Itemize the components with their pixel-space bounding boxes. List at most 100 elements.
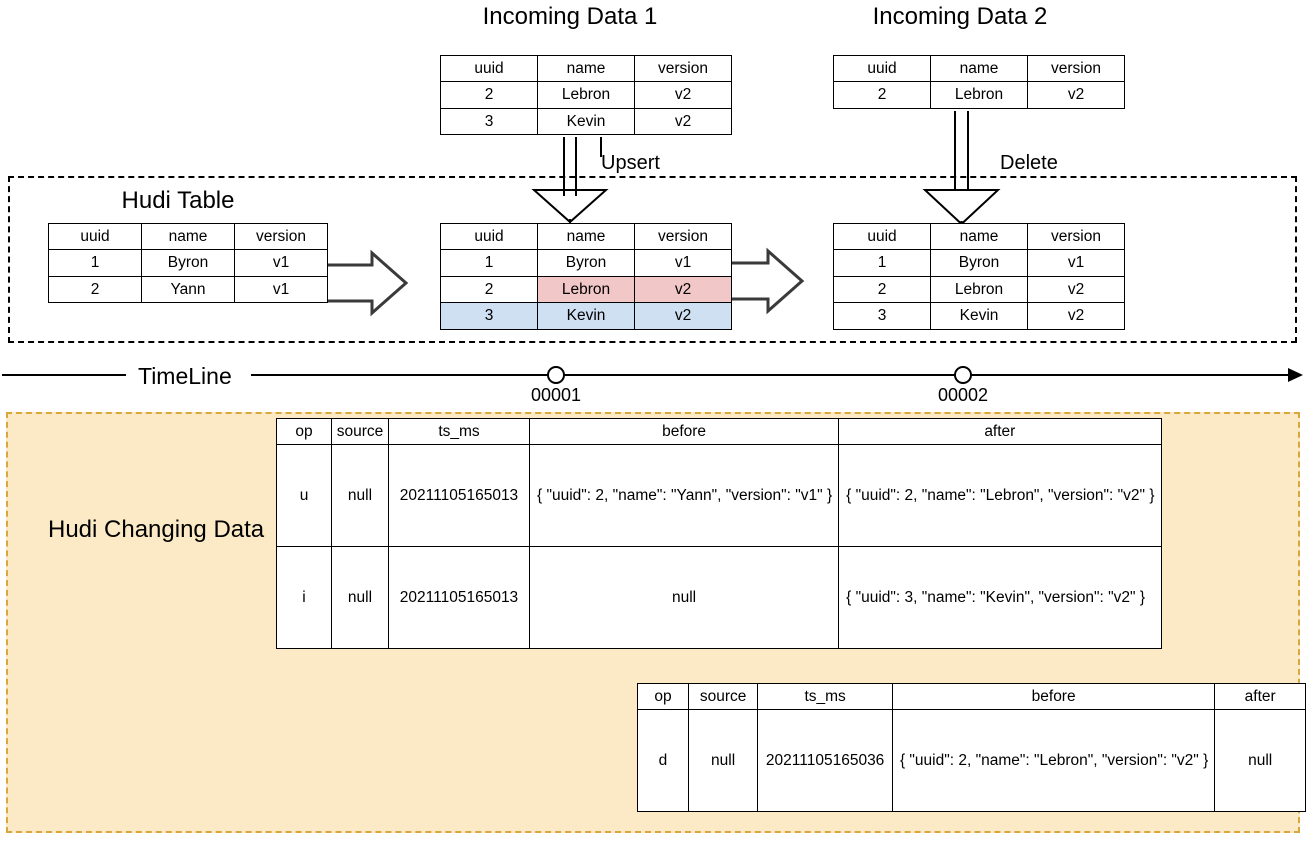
incoming-data-1-table: uuid name version 2 Lebron v2 3 Kevin v2 [440, 54, 732, 136]
timeline-label-00001: 00001 [530, 385, 582, 405]
title-incoming-data-1: Incoming Data 1 [482, 3, 658, 30]
cell-version: v1 [234, 275, 328, 304]
column-header-name: name [930, 54, 1028, 83]
cell-version: v1 [1027, 249, 1125, 277]
column-header-name: name [537, 222, 635, 251]
table-row: 1 Byron v1 [440, 249, 732, 277]
column-header-name: name [141, 222, 235, 251]
incoming-data-2-table: uuid name version 2 Lebron v2 [833, 54, 1125, 109]
table-row: 2 Lebron v2 [440, 81, 732, 109]
cell-version: v2 [634, 81, 732, 109]
cell-version: v2 [1027, 81, 1125, 109]
column-header-before: before [891, 682, 1216, 711]
timeline-label-00002: 00002 [937, 385, 989, 405]
column-header-name: name [930, 222, 1028, 251]
table-header-row: op source ts_ms before after [637, 682, 1306, 711]
table-row: d null 20211105165036 { "uuid": 2, "name… [637, 709, 1306, 813]
cell-version: v2 [1027, 275, 1125, 304]
cell-ts-ms: 20211105165036 [757, 709, 893, 813]
hudi-table-after-upsert: uuid name version 1 Byron v1 2 Lebron v2… [440, 222, 732, 330]
cell-name: Kevin [537, 302, 635, 330]
cell-after: null [1214, 709, 1306, 813]
changelog-upsert-table: op source ts_ms before after u null 2021… [276, 417, 1162, 650]
cell-after: { "uuid": 3, "name": "Kevin", "version":… [838, 546, 1162, 650]
column-header-source: source [687, 682, 759, 711]
title-incoming-data-2: Incoming Data 2 [872, 3, 1048, 30]
cell-before: { "uuid": 2, "name": "Lebron", "version"… [891, 709, 1216, 813]
table-header-row: uuid name version [833, 54, 1125, 83]
table-row-inserted: 3 Kevin v2 [440, 302, 732, 330]
table-header-row: op source ts_ms before after [276, 417, 1162, 446]
hudi-table-region [8, 176, 1297, 343]
label-timeline: TimeLine [138, 363, 232, 389]
hudi-table-after-delete: uuid name version 1 Byron v1 2 Lebron v2… [833, 222, 1125, 330]
column-header-ts-ms: ts_ms [388, 417, 530, 446]
table-row-deleted: 2 Lebron v2 [833, 275, 1125, 304]
column-header-ts-ms: ts_ms [757, 682, 893, 711]
table-row: 2 Lebron v2 [833, 81, 1125, 109]
cell-version: v2 [634, 302, 732, 330]
cell-name: Kevin [930, 302, 1028, 330]
cell-name: Byron [537, 249, 635, 277]
cell-ts-ms: 20211105165013 [388, 546, 530, 650]
column-header-version: version [1027, 54, 1125, 83]
column-header-op: op [637, 682, 689, 711]
cell-after: { "uuid": 2, "name": "Lebron", "version"… [838, 444, 1162, 548]
column-header-version: version [634, 222, 732, 251]
cell-op: d [637, 709, 689, 813]
cell-name: Lebron [930, 275, 1028, 304]
timeline-tick-00001 [547, 366, 565, 384]
column-header-uuid: uuid [440, 222, 538, 251]
table-header-row: uuid name version [440, 54, 732, 83]
cell-source: null [687, 709, 759, 813]
cell-uuid: 2 [833, 275, 931, 304]
column-header-name: name [537, 54, 635, 83]
cell-ts-ms: 20211105165013 [388, 444, 530, 548]
cell-name: Lebron [537, 275, 635, 304]
cell-version: v1 [234, 249, 328, 277]
cell-name: Lebron [930, 81, 1028, 109]
changelog-delete-table: op source ts_ms before after d null 2021… [637, 682, 1306, 813]
table-row: 2 Yann v1 [48, 275, 328, 304]
column-header-before: before [528, 417, 840, 446]
cell-version: v2 [634, 107, 732, 136]
table-header-row: uuid name version [440, 222, 732, 251]
column-header-version: version [234, 222, 328, 251]
cell-uuid: 1 [48, 249, 142, 277]
cell-name: Kevin [537, 107, 635, 136]
cell-name: Byron [930, 249, 1028, 277]
label-hudi-changing-data: Hudi Changing Data [48, 516, 265, 543]
column-header-op: op [276, 417, 332, 446]
cell-uuid: 2 [833, 81, 931, 109]
column-header-after: after [1214, 682, 1306, 711]
cell-name: Byron [141, 249, 235, 277]
cell-uuid: 1 [833, 249, 931, 277]
cell-uuid: 2 [440, 275, 538, 304]
column-header-uuid: uuid [48, 222, 142, 251]
column-header-uuid: uuid [833, 54, 931, 83]
cell-uuid: 3 [833, 302, 931, 330]
timeline-tick-00002 [954, 366, 972, 384]
cell-uuid: 3 [440, 302, 538, 330]
cell-op: i [276, 546, 332, 650]
cell-version: v1 [634, 249, 732, 277]
table-row: 1 Byron v1 [48, 249, 328, 277]
cell-source: null [331, 444, 389, 548]
table-row: i null 20211105165013 null { "uuid": 3, … [276, 546, 1162, 650]
table-header-row: uuid name version [833, 222, 1125, 251]
cell-uuid: 1 [440, 249, 538, 277]
column-header-source: source [331, 417, 389, 446]
column-header-after: after [838, 417, 1162, 446]
column-header-version: version [1027, 222, 1125, 251]
cell-uuid: 3 [440, 107, 538, 136]
label-delete: Delete [1000, 152, 1058, 174]
cell-before: { "uuid": 2, "name": "Yann", "version": … [528, 444, 840, 548]
cell-op: u [276, 444, 332, 548]
cell-name: Lebron [537, 81, 635, 109]
table-row: 3 Kevin v2 [833, 302, 1125, 330]
table-row: u null 20211105165013 { "uuid": 2, "name… [276, 444, 1162, 548]
table-row: 3 Kevin v2 [440, 107, 732, 136]
table-header-row: uuid name version [48, 222, 328, 251]
table-row: 1 Byron v1 [833, 249, 1125, 277]
